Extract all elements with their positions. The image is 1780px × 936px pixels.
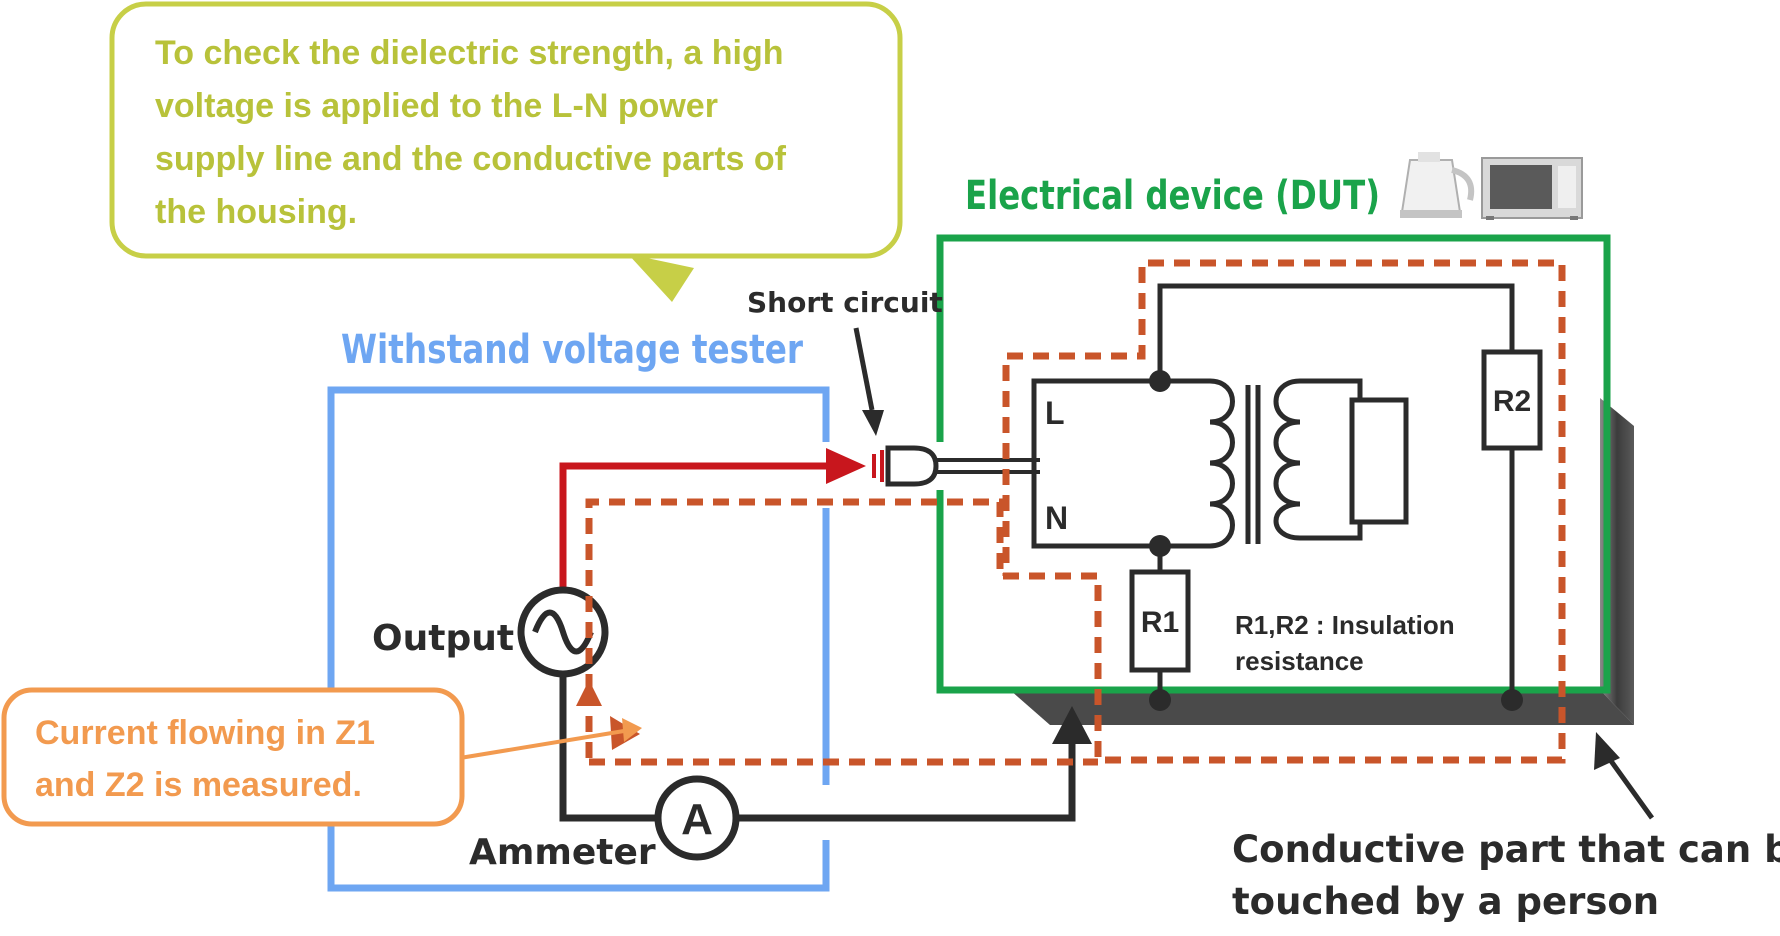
- short-circuit-arrow: [853, 327, 884, 436]
- ammeter-label: Ammeter: [469, 832, 656, 873]
- short-circuit-label: Short circuit: [747, 286, 943, 319]
- insulation-line-1: R1,R2 : Insulation: [1235, 610, 1455, 640]
- ac-source-icon: [517, 586, 609, 678]
- dut-box: [936, 234, 1611, 694]
- r2-label: R2: [1493, 385, 1531, 418]
- measurement-line: [559, 672, 1076, 822]
- svg-text:Conductive part that can be: Conductive part that can be touched by a…: [1232, 828, 1780, 923]
- kettle-icon: [1400, 152, 1475, 218]
- tester-label: Withstand voltage tester: [341, 327, 803, 373]
- svg-text:R1,R2 : Insulation resista: R1,R2 : Insulation resistance: [1235, 610, 1462, 676]
- insulation-line-2: resistance: [1235, 646, 1364, 676]
- conductive-part-arrow: [1594, 732, 1655, 820]
- dut-label: Electrical device (DUT): [965, 173, 1380, 219]
- housing-arrow-head: [1052, 706, 1092, 744]
- current-callout-pointer: [459, 728, 631, 760]
- current-callout: Current flowing in Z1 and Z2 is measured…: [1, 687, 642, 827]
- hv-arrow-head: [826, 448, 866, 484]
- dielectric-line-2: voltage is applied to the L-N power: [155, 87, 718, 125]
- dielectric-callout-box: [109, 1, 903, 259]
- r1-label: R1: [1141, 606, 1179, 639]
- output-label: Output: [372, 618, 514, 659]
- junction-dots: [1149, 370, 1523, 711]
- conductive-line-1: Conductive part that can be: [1232, 828, 1780, 871]
- ammeter-symbol: A: [681, 795, 713, 844]
- power-plug-icon: [872, 445, 1040, 487]
- dielectric-line-4: the housing.: [155, 193, 357, 231]
- line-N-label: N: [1045, 500, 1068, 536]
- dielectric-line-3: supply line and the conductive parts of: [155, 140, 787, 178]
- current-line-2: and Z2 is measured.: [35, 766, 362, 804]
- dielectric-line-1: To check the dielectric strength, a high: [155, 34, 784, 72]
- conductive-line-2: touched by a person: [1232, 880, 1659, 923]
- dut-circuit: [1031, 283, 1543, 698]
- dielectric-callout: To check the dielectric strength, a high…: [109, 1, 903, 302]
- current-path-arrows: [576, 680, 640, 750]
- current-callout-box: [1, 687, 465, 827]
- current-line-1: Current flowing in Z1: [35, 714, 375, 752]
- microwave-icon: [1481, 157, 1583, 220]
- ammeter-icon: A: [654, 775, 740, 861]
- line-L-label: L: [1045, 395, 1065, 431]
- svg-text:Current flowing in Z1 an: Current flowing in Z1 and Z2 is measured…: [35, 714, 384, 804]
- dielectric-callout-tail: [628, 254, 694, 302]
- high-voltage-line: [559, 448, 866, 590]
- tester-box: [327, 386, 830, 892]
- svg-text:To check the dielectric streng: To check the dielectric strength, a high…: [155, 34, 795, 231]
